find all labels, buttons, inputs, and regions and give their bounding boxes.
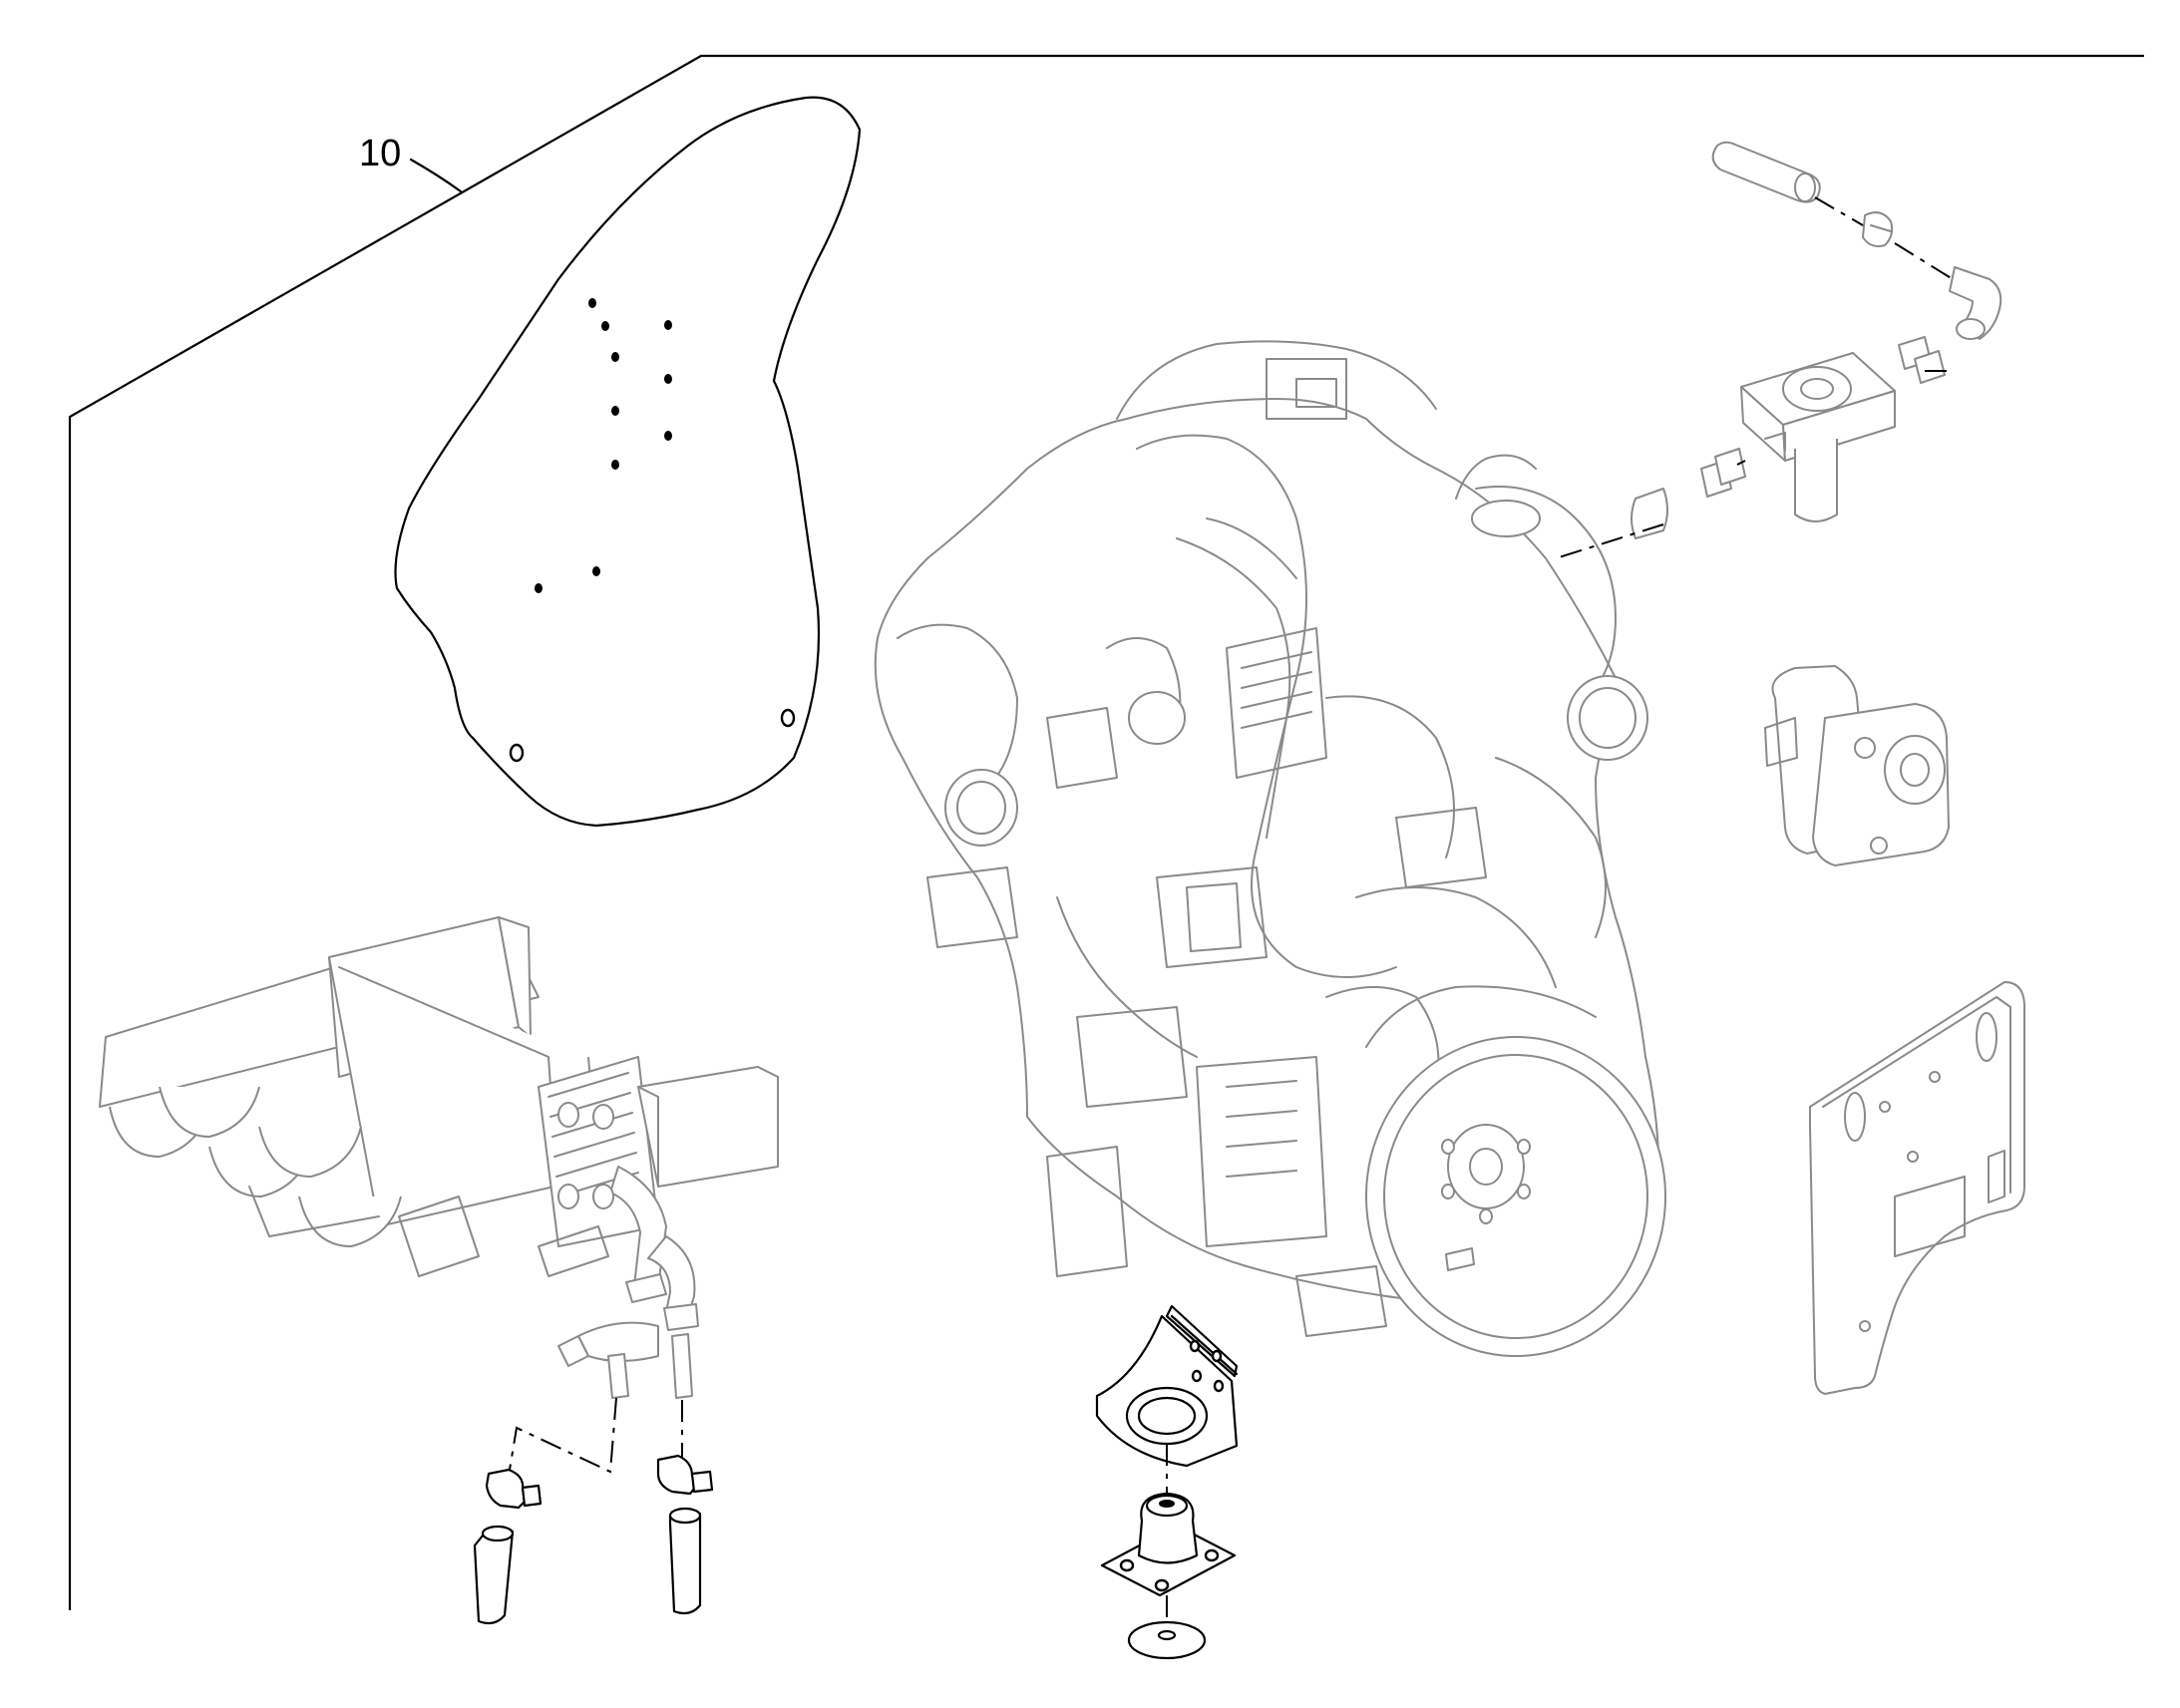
hydraulic-pump xyxy=(1764,665,1950,866)
engine-assembly xyxy=(874,340,1666,1357)
adapter-plate xyxy=(1809,981,2025,1395)
hose-ends-lower-left xyxy=(473,1397,714,1625)
heat-shield-plate[interactable] xyxy=(394,96,862,828)
callout-label: 10 xyxy=(359,133,401,174)
engine-mount-bracket xyxy=(1095,1304,1239,1660)
coolant-filter-block xyxy=(1740,352,1896,522)
dash-lines-upper-right xyxy=(1555,196,1954,559)
heater-housing-assembly xyxy=(99,916,779,1399)
callout-10[interactable]: 10 xyxy=(359,133,463,193)
mounting-holes xyxy=(509,298,796,763)
fittings-upper-right xyxy=(1631,141,2002,539)
diagram-frame xyxy=(68,54,2144,1610)
